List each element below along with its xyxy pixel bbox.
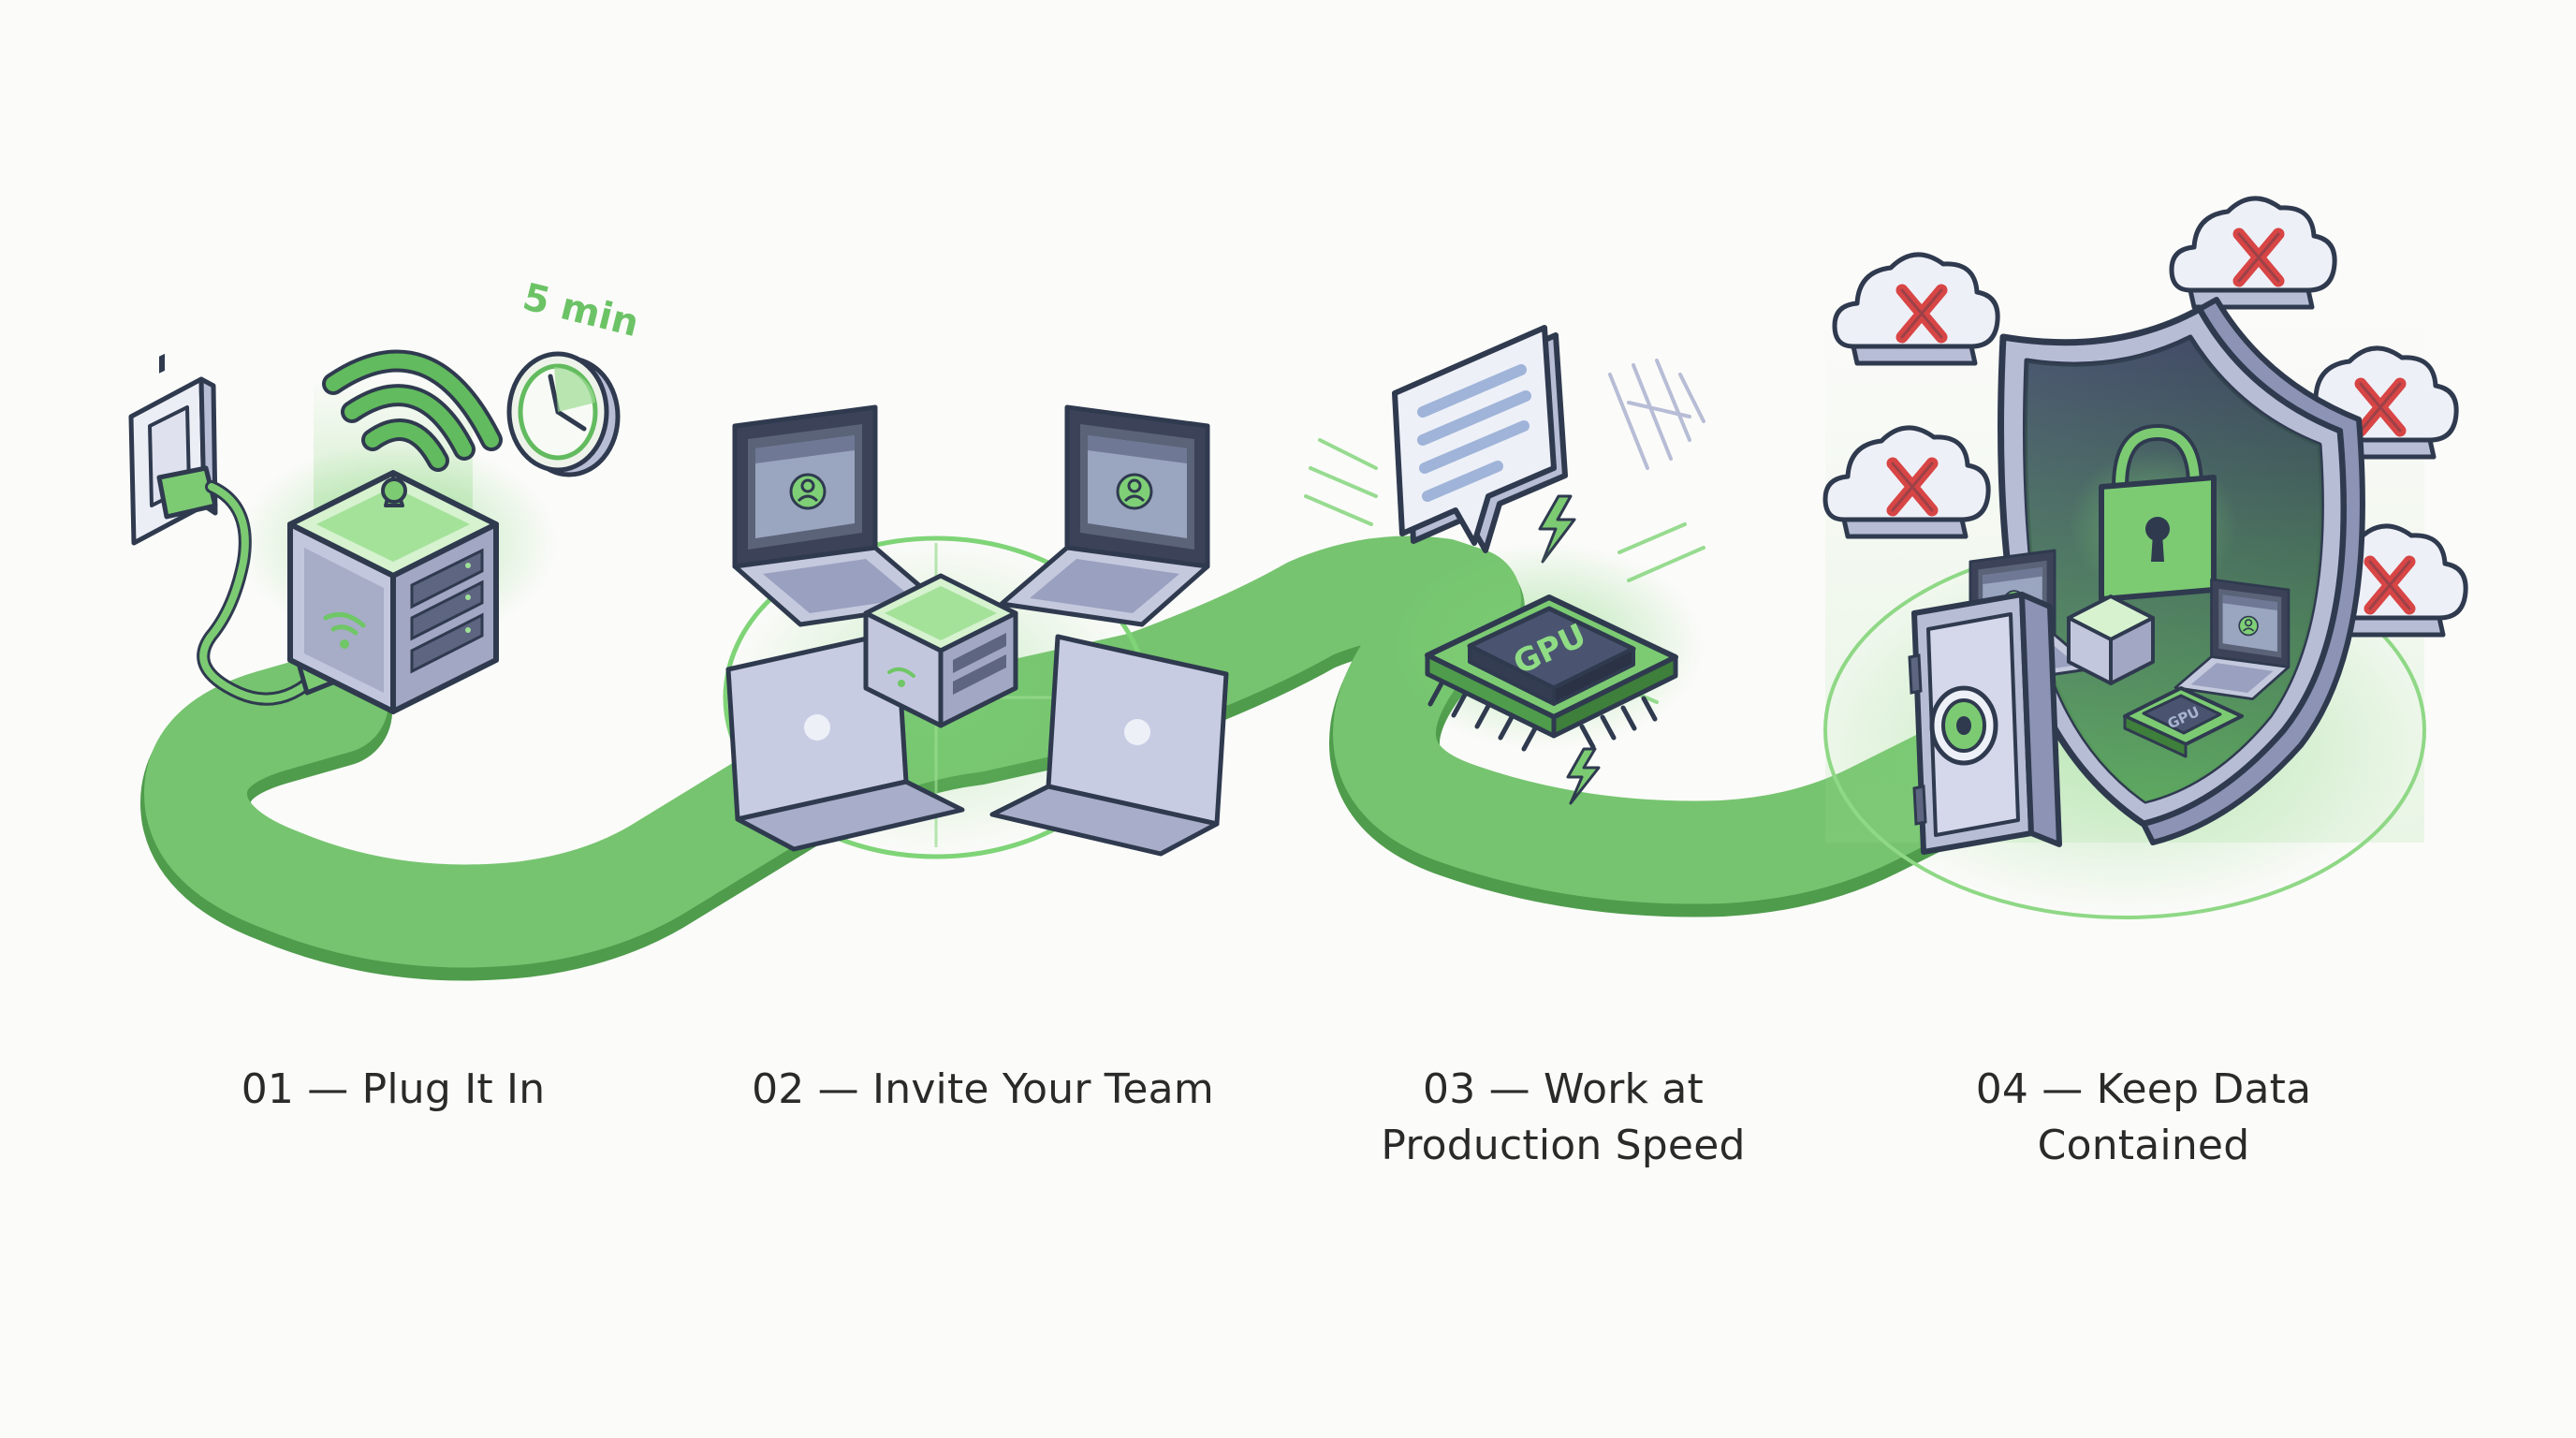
cloud-blocked-icon (2172, 198, 2334, 307)
step-label-3: 03 — Work at Production Speed (1348, 1062, 1778, 1174)
server-cube-icon (863, 573, 1018, 728)
lightning-icon (1538, 494, 1576, 564)
server-cube-icon (2067, 594, 2155, 685)
server-cube-icon (287, 470, 499, 714)
laptop-icon (1002, 407, 1208, 624)
wifi-icon (323, 611, 366, 649)
timer-badge: 5 min (519, 275, 643, 345)
vault-icon (1908, 592, 2062, 855)
cloud-blocked-icon (1835, 255, 1998, 363)
gpu-chip-icon (2123, 686, 2244, 758)
step-label-1: 01 — Plug It In (206, 1062, 580, 1118)
step-label-4: 04 — Keep Data Contained (1928, 1062, 2359, 1174)
padlock-icon (2069, 423, 2237, 602)
step-label-4-line-1: 04 — Keep Data (1975, 1065, 2312, 1113)
wifi-icon (322, 349, 503, 472)
connection-path (140, 536, 2040, 981)
step-1-illustration (128, 349, 621, 714)
step-label-2-line-1: 02 — Invite Your Team (752, 1065, 1214, 1113)
chat-bubble-icon (1392, 325, 1568, 553)
step-label-3-line-2: Production Speed (1381, 1122, 1746, 1169)
step-label-3-line-1: 03 — Work at (1423, 1065, 1704, 1113)
clock-icon (506, 351, 621, 477)
step-label-2: 02 — Invite Your Team (721, 1062, 1245, 1118)
step-2-illustration (723, 407, 1226, 859)
lightning-icon (1566, 747, 1601, 805)
step-4-illustration (1825, 198, 2466, 919)
step-3-illustration (1304, 325, 1705, 805)
step-label-1-line-1: 01 — Plug It In (241, 1065, 546, 1113)
step-label-4-line-2: Contained (2037, 1122, 2250, 1169)
gpu-chip-icon (1425, 594, 1678, 752)
